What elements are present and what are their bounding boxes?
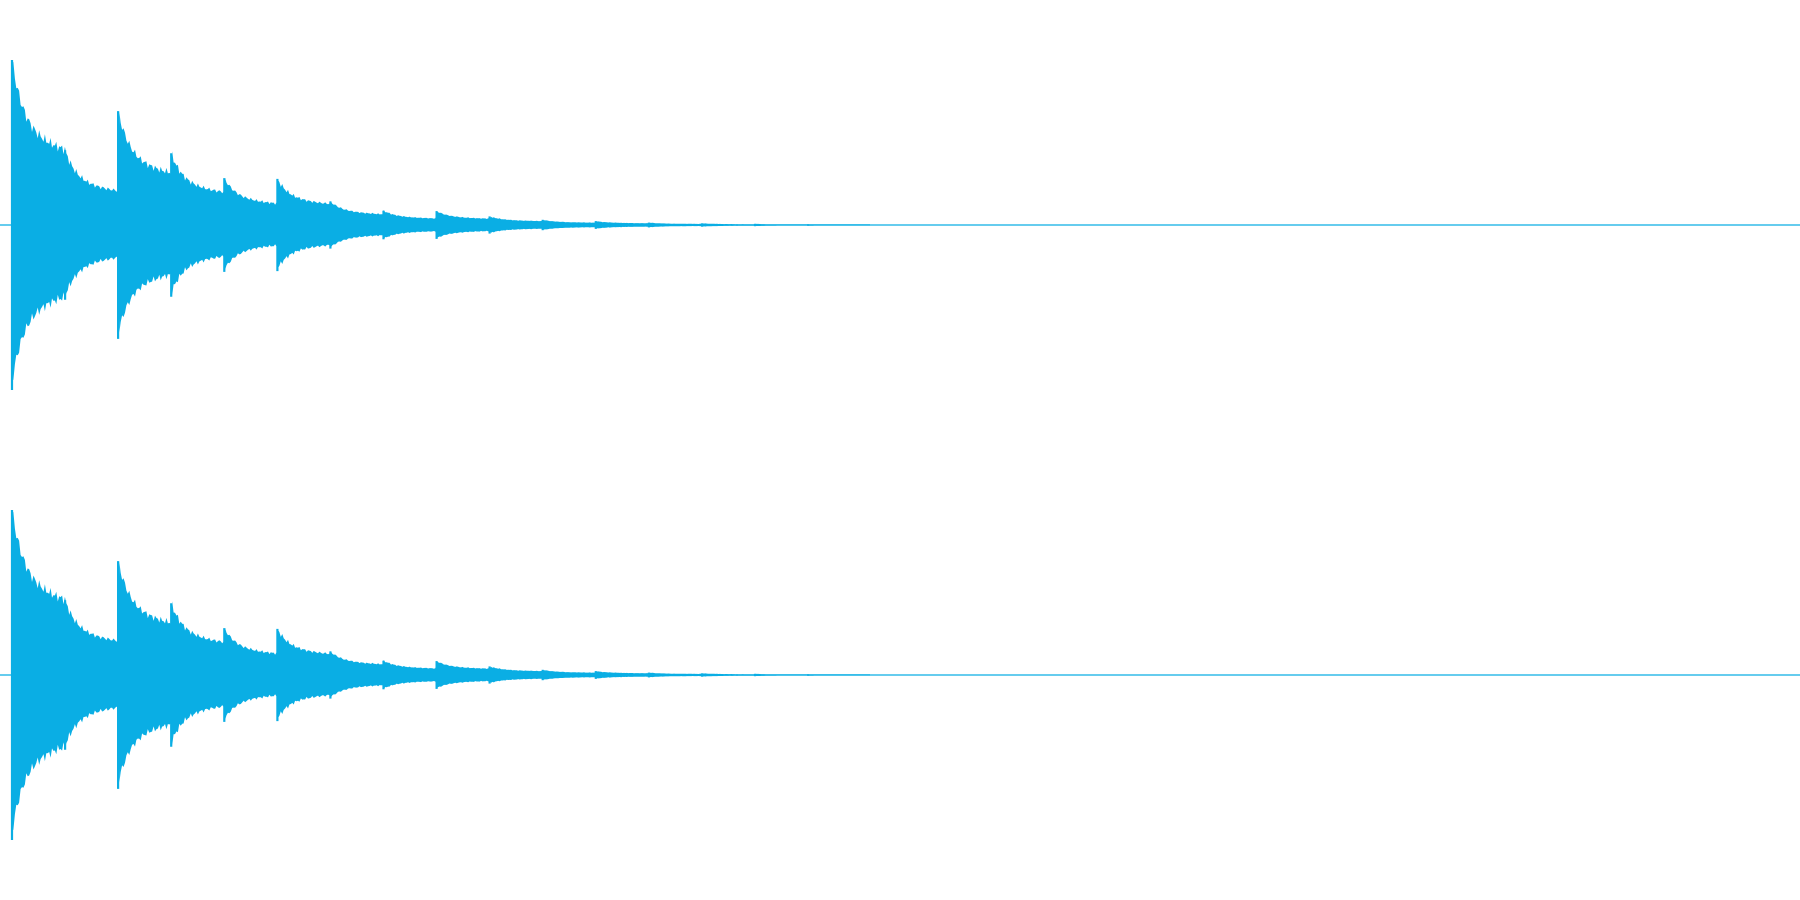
waveform-envelope <box>12 510 870 832</box>
waveform-envelope <box>12 60 870 382</box>
waveform-channel-right <box>0 510 1800 840</box>
waveform-channel-left <box>0 60 1800 390</box>
